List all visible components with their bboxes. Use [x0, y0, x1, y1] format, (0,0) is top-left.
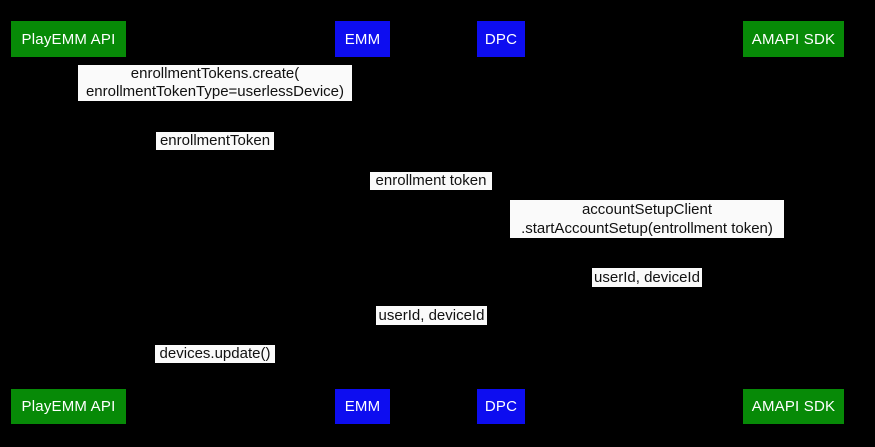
actor-emm-bottom: EMM [335, 389, 390, 424]
actor-playemm-api-bottom: PlayEMM API [11, 389, 126, 424]
message-enrollmenttoken-return: enrollmentToken [156, 132, 274, 150]
message-enrollmenttokens-create: enrollmentTokens.create( enrollmentToken… [78, 65, 352, 101]
actor-amapi-sdk-top: AMAPI SDK [743, 21, 844, 57]
actor-dpc-bottom: DPC [477, 389, 525, 424]
message-enrollment-token: enrollment token [370, 172, 492, 190]
message-devices-update: devices.update() [155, 345, 275, 363]
actor-dpc-top: DPC [477, 21, 525, 57]
actor-amapi-sdk-bottom: AMAPI SDK [743, 389, 844, 424]
message-userid-deviceid-return: userId, deviceId [592, 268, 702, 287]
actor-playemm-api-top: PlayEMM API [11, 21, 126, 57]
message-userid-deviceid-forward: userId, deviceId [376, 306, 487, 325]
actor-emm-top: EMM [335, 21, 390, 57]
message-start-account-setup: accountSetupClient .startAccountSetup(en… [510, 200, 784, 238]
